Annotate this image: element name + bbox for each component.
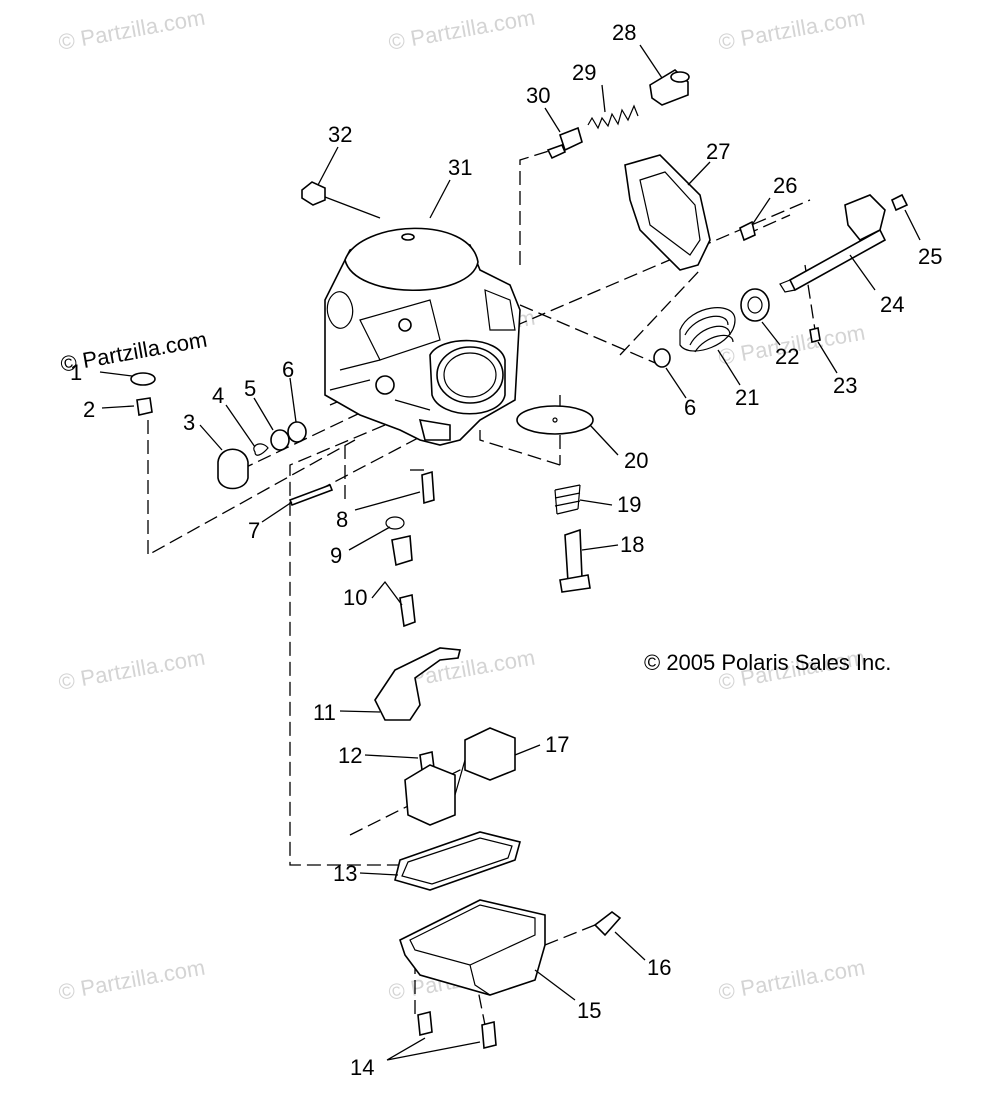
part-24-throttle-shaft [779,194,887,293]
callout-25: 25 [918,244,942,269]
leader-lines [99,44,921,1061]
part-25-screw [890,193,909,212]
part-6-washer-right [653,348,671,368]
part-3-cap [217,448,249,490]
callout-31: 31 [448,155,472,180]
part-29-spring [587,104,639,130]
callout-21: 21 [735,385,759,410]
callout-27: 27 [706,139,730,164]
watermark: © Partzilla.com [717,955,867,1005]
part-16-drain-screw [593,910,622,937]
callout-20: 20 [624,448,648,473]
callout-2: 2 [83,397,95,422]
callout-17: 17 [545,732,569,757]
part-32-screw [301,181,381,219]
part-20-plate [516,405,594,435]
part-11-bracket [374,647,462,721]
part-23-screw [809,327,821,343]
part-30-needle [546,126,583,160]
part-9-oring [385,516,405,530]
callout-5: 5 [244,376,256,401]
callout-14: 14 [350,1055,374,1080]
callout-26: 26 [773,173,797,198]
callout-7: 7 [248,518,260,543]
callout-29: 29 [572,60,596,85]
callout-28: 28 [612,20,636,45]
callout-32: 32 [328,122,352,147]
diaphragm-cover [344,227,479,292]
watermark: © Partzilla.com [57,645,207,695]
callout-23: 23 [833,373,857,398]
callout-3: 3 [183,410,195,435]
part-22-seal [740,288,770,322]
part-28-cap [649,69,690,106]
callout-16: 16 [647,955,671,980]
part-15-float-bowl [399,899,546,996]
part-19-spring [554,484,581,515]
part-2-fitting [136,397,153,416]
callout-19: 19 [617,492,641,517]
callout-18: 18 [620,532,644,557]
copyright-notice: © 2005 Polaris Sales Inc. [644,650,891,675]
callout-13: 13 [333,861,357,886]
watermark: © Partzilla.com [717,5,867,55]
callout-6-right: 6 [684,395,696,420]
part-17-float [404,727,516,826]
callout-4: 4 [212,383,224,408]
part-18-screw [559,528,591,593]
part-14-screw-b [481,1020,497,1050]
callout-22: 22 [775,344,799,369]
callout-24: 24 [880,292,904,317]
callout-labels: 1 2 3 4 5 6 7 8 9 10 11 12 13 14 15 16 1… [70,20,942,1080]
callout-30: 30 [526,83,550,108]
part-26-screw [739,220,756,242]
callout-9: 9 [330,543,342,568]
carburetor-body [324,227,521,446]
watermark: © Partzilla.com [57,955,207,1005]
part-10-needle-jet [391,535,413,567]
watermark: © Partzilla.com [387,5,537,55]
part-5-washer [270,429,290,451]
part-21-spring [679,307,736,353]
callout-8: 8 [336,507,348,532]
part-4-clip [253,443,269,456]
callout-15: 15 [577,998,601,1023]
part-27-cover [624,154,711,271]
part-6-washer-left [287,421,307,443]
part-7-pin [288,483,334,507]
part-1-cap [130,372,156,386]
watermark: © Partzilla.com [57,5,207,55]
part-14-screw-a [417,1010,433,1037]
callout-11: 11 [313,700,336,725]
part-8-jet [421,470,435,505]
callout-1: 1 [70,360,82,385]
callout-12: 12 [338,743,362,768]
callout-6-left: 6 [282,357,294,382]
part-13-gasket [394,831,521,891]
callout-10: 10 [343,585,367,610]
